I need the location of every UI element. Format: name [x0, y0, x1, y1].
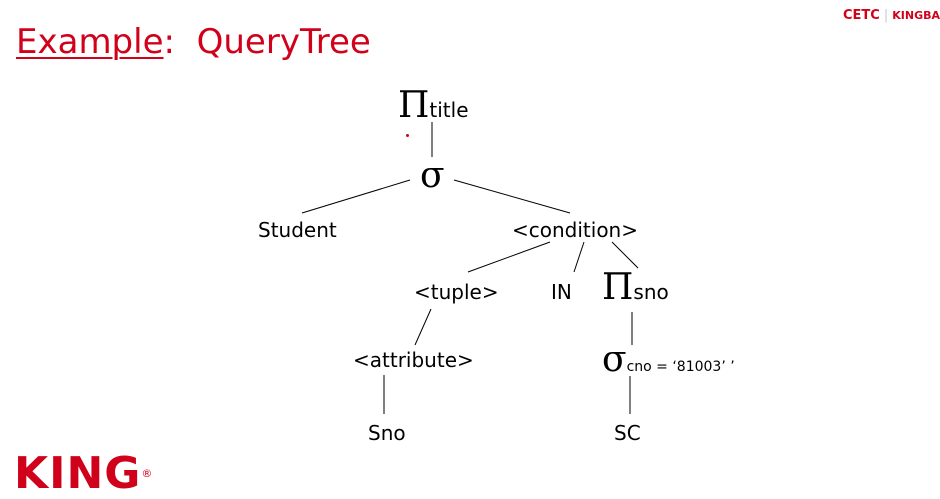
title-colon: : — [163, 22, 175, 62]
title-querytree: QueryTree — [196, 22, 371, 62]
edge-select-student — [301, 179, 411, 214]
node-selection: σ — [420, 158, 445, 194]
sigma-symbol: σ — [420, 155, 445, 196]
edge-condition-tuple — [467, 241, 551, 273]
edge-tuple-attribute — [414, 308, 432, 346]
node-in: IN — [551, 280, 572, 304]
title-example: Example — [16, 22, 164, 62]
edge-condition-proj — [611, 241, 639, 269]
node-projection-sno: Πsno — [602, 270, 669, 306]
edge-select-condition — [453, 179, 571, 214]
pi-symbol-sno: Π — [602, 267, 634, 308]
node-tuple: <tuple> — [414, 280, 499, 304]
node-sno: Sno — [368, 421, 406, 445]
brand-header: CETC|KINGBA — [843, 8, 940, 24]
node-student: Student — [258, 218, 337, 242]
sigma-symbol-cno: σ — [602, 339, 627, 380]
node-selection-cno: σcno = ‘81003’ ’ — [602, 342, 735, 379]
brand-separator: | — [883, 8, 889, 23]
node-condition: <condition> — [512, 218, 638, 242]
kingbase-logo: KING® — [14, 450, 153, 498]
node-sc: SC — [614, 421, 641, 445]
slide-title: Example: QueryTree — [16, 20, 371, 64]
brand-cetc: CETC — [843, 8, 880, 23]
red-dot — [406, 134, 409, 137]
pi-symbol: Π — [398, 85, 430, 126]
selection-cno-condition: cno = ‘81003’ ’ — [626, 359, 735, 375]
node-projection-title: Πtitle — [398, 88, 469, 124]
logo-text: KING — [14, 448, 142, 499]
registered-mark: ® — [141, 467, 154, 480]
node-attribute: <attribute> — [353, 348, 474, 372]
projection-title-label: title — [429, 98, 469, 122]
projection-sno-label: sno — [633, 280, 669, 304]
brand-kingbase: KINGBA — [892, 9, 940, 22]
edge-condition-in — [573, 241, 585, 273]
